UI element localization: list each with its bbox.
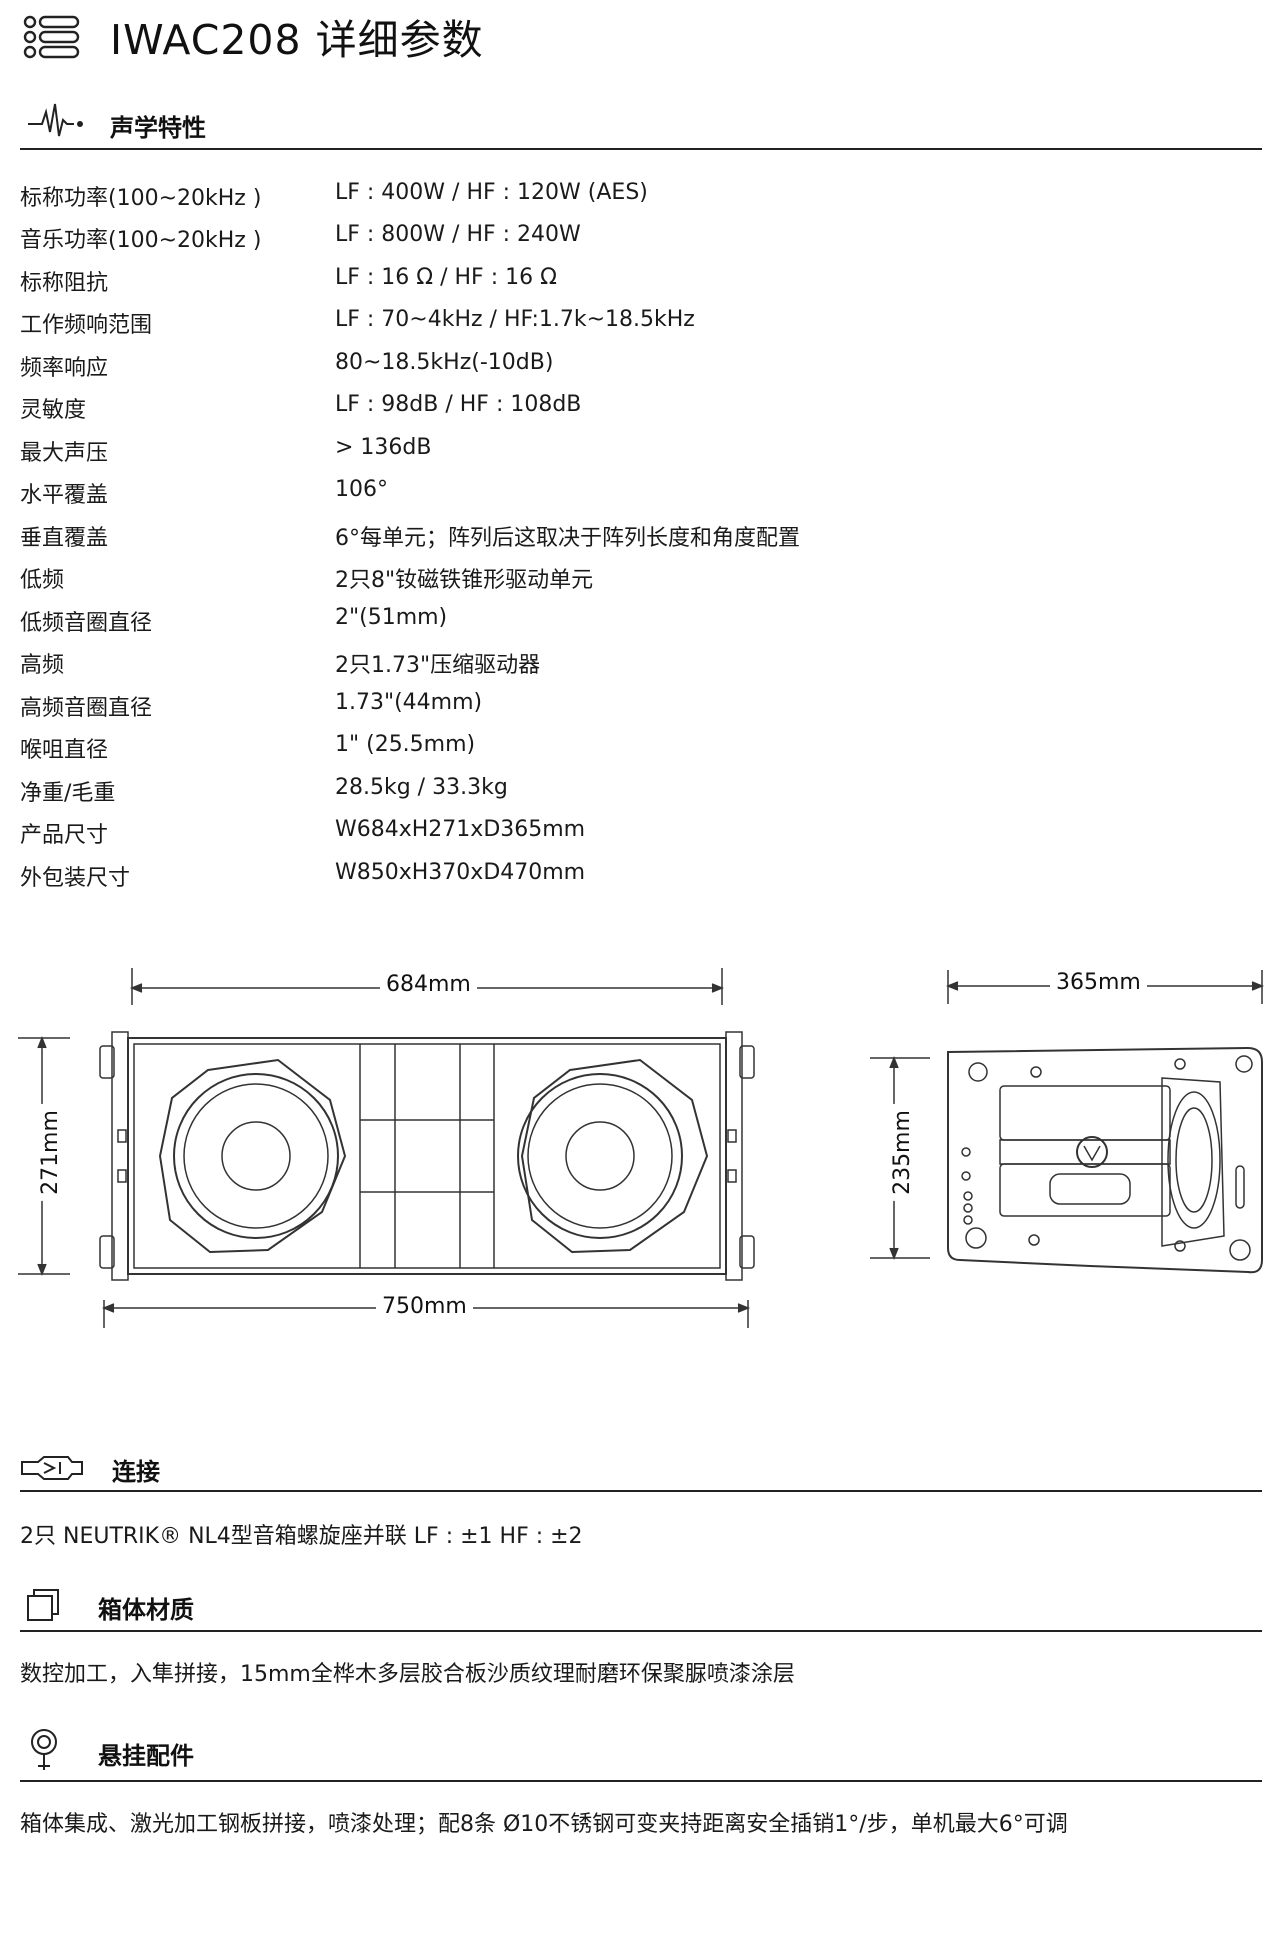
spec-row: 频率响应 80~18.5kHz(-10dB) [20,350,1020,390]
spec-value: 2只8"钕磁铁锥形驱动单元 [335,568,594,593]
menu-list-icon [23,15,80,59]
spec-key: 外包装尺寸 [20,866,131,891]
section-divider [20,1490,1262,1492]
spec-key: 标称阻抗 [20,271,109,296]
spec-row: 净重/毛重 28.5kg / 33.3kg [20,775,1020,815]
spec-value: LF : 70~4kHz / HF:1.7k~18.5kHz [335,307,695,332]
spec-key: 净重/毛重 [20,781,116,806]
spec-value: 2"(51mm) [335,605,448,630]
spec-value: W684xH271xD365mm [335,817,586,842]
spec-row: 水平覆盖 106° [20,477,1020,517]
spec-key: 低频 [20,568,65,593]
section-connection-header: 连接 [20,1448,1262,1494]
spec-key: 产品尺寸 [20,823,109,848]
spec-row: 最大声压 > 136dB [20,435,1020,475]
spec-key: 垂直覆盖 [20,526,109,551]
spec-key: 频率响应 [20,356,109,381]
section-divider [20,1630,1262,1632]
spec-value: 2只1.73"压缩驱动器 [335,653,541,678]
spec-key: 水平覆盖 [20,483,109,508]
spec-value: LF : 800W / HF : 240W [335,222,581,247]
connector-plug-icon [21,1456,83,1480]
spec-value: W850xH370xD470mm [335,860,586,885]
connection-text: 2只 NEUTRIK® NL4型音箱螺旋座并联 LF : ±1 HF : ±2 [20,1524,583,1549]
spec-value: 80~18.5kHz(-10dB) [335,350,554,375]
waveform-icon [28,103,83,137]
spec-row: 喉咀直径 1" (25.5mm) [20,732,1020,772]
section-divider [20,148,1262,150]
layered-panels-icon [27,1589,59,1621]
spec-row: 标称阻抗 LF : 16 Ω / HF : 16 Ω [20,265,1020,305]
spec-row: 低频音圈直径 2"(51mm) [20,605,1020,645]
dim-side-depth: 365mm [1050,970,1147,995]
spec-key: 高频音圈直径 [20,696,153,721]
dimension-drawing [18,968,1265,1328]
spec-row: 高频音圈直径 1.73"(44mm) [20,690,1020,730]
spec-value: 28.5kg / 33.3kg [335,775,508,800]
spec-value: LF : 400W / HF : 120W (AES) [335,180,648,205]
spec-row: 高频 2只1.73"压缩驱动器 [20,647,1020,687]
spec-key: 低频音圈直径 [20,611,153,636]
spec-key: 标称功率(100~20kHz ) [20,186,262,211]
hanging-pin-icon [31,1729,57,1770]
section-rigging-header: 悬挂配件 [20,1728,1262,1782]
dim-side-height: 235mm [889,1104,915,1201]
spec-key: 工作频响范围 [20,313,153,338]
spec-row: 工作频响范围 LF : 70~4kHz / HF:1.7k~18.5kHz [20,307,1020,347]
spec-value: 1" (25.5mm) [335,732,476,757]
spec-row: 产品尺寸 W684xH271xD365mm [20,817,1020,857]
spec-row: 垂直覆盖 6°每单元；阵列后这取决于阵列长度和角度配置 [20,520,1020,560]
spec-key: 喉咀直径 [20,738,109,763]
rigging-text: 箱体集成、激光加工钢板拼接，喷漆处理；配8条 Ø10不锈钢可变夹持距离安全插销1… [20,1812,1068,1837]
section-title: 声学特性 [110,114,206,142]
spec-value: 106° [335,477,388,502]
dim-front-overall: 750mm [376,1294,473,1319]
dim-front-height: 271mm [37,1104,63,1201]
spec-row: 标称功率(100~20kHz ) LF : 400W / HF : 120W (A… [20,180,1020,220]
dim-front-width: 684mm [380,972,477,997]
spec-key: 最大声压 [20,441,109,466]
spec-value: > 136dB [335,435,432,460]
section-title: 箱体材质 [98,1596,194,1624]
section-material-header: 箱体材质 [20,1586,1262,1632]
spec-value: LF : 16 Ω / HF : 16 Ω [335,265,557,290]
spec-row: 外包装尺寸 W850xH370xD470mm [20,860,1020,900]
spec-value: LF : 98dB / HF : 108dB [335,392,582,417]
spec-value: 1.73"(44mm) [335,690,483,715]
section-acoustic-header: 声学特性 [20,98,1262,152]
page-title: IWAC208 详细参数 [110,16,484,64]
spec-key: 音乐功率(100~20kHz ) [20,228,262,253]
spec-key: 灵敏度 [20,398,87,423]
spec-row: 低频 2只8"钕磁铁锥形驱动单元 [20,562,1020,602]
section-divider [20,1780,1262,1782]
spec-row: 音乐功率(100~20kHz ) LF : 800W / HF : 240W [20,222,1020,262]
spec-key: 高频 [20,653,65,678]
section-title: 悬挂配件 [98,1742,194,1770]
spec-row: 灵敏度 LF : 98dB / HF : 108dB [20,392,1020,432]
spec-value: 6°每单元；阵列后这取决于阵列长度和角度配置 [335,526,800,551]
section-title: 连接 [112,1458,160,1486]
material-text: 数控加工，入隼拼接，15mm全桦木多层胶合板沙质纹理耐磨环保聚脲喷漆涂层 [20,1662,795,1687]
